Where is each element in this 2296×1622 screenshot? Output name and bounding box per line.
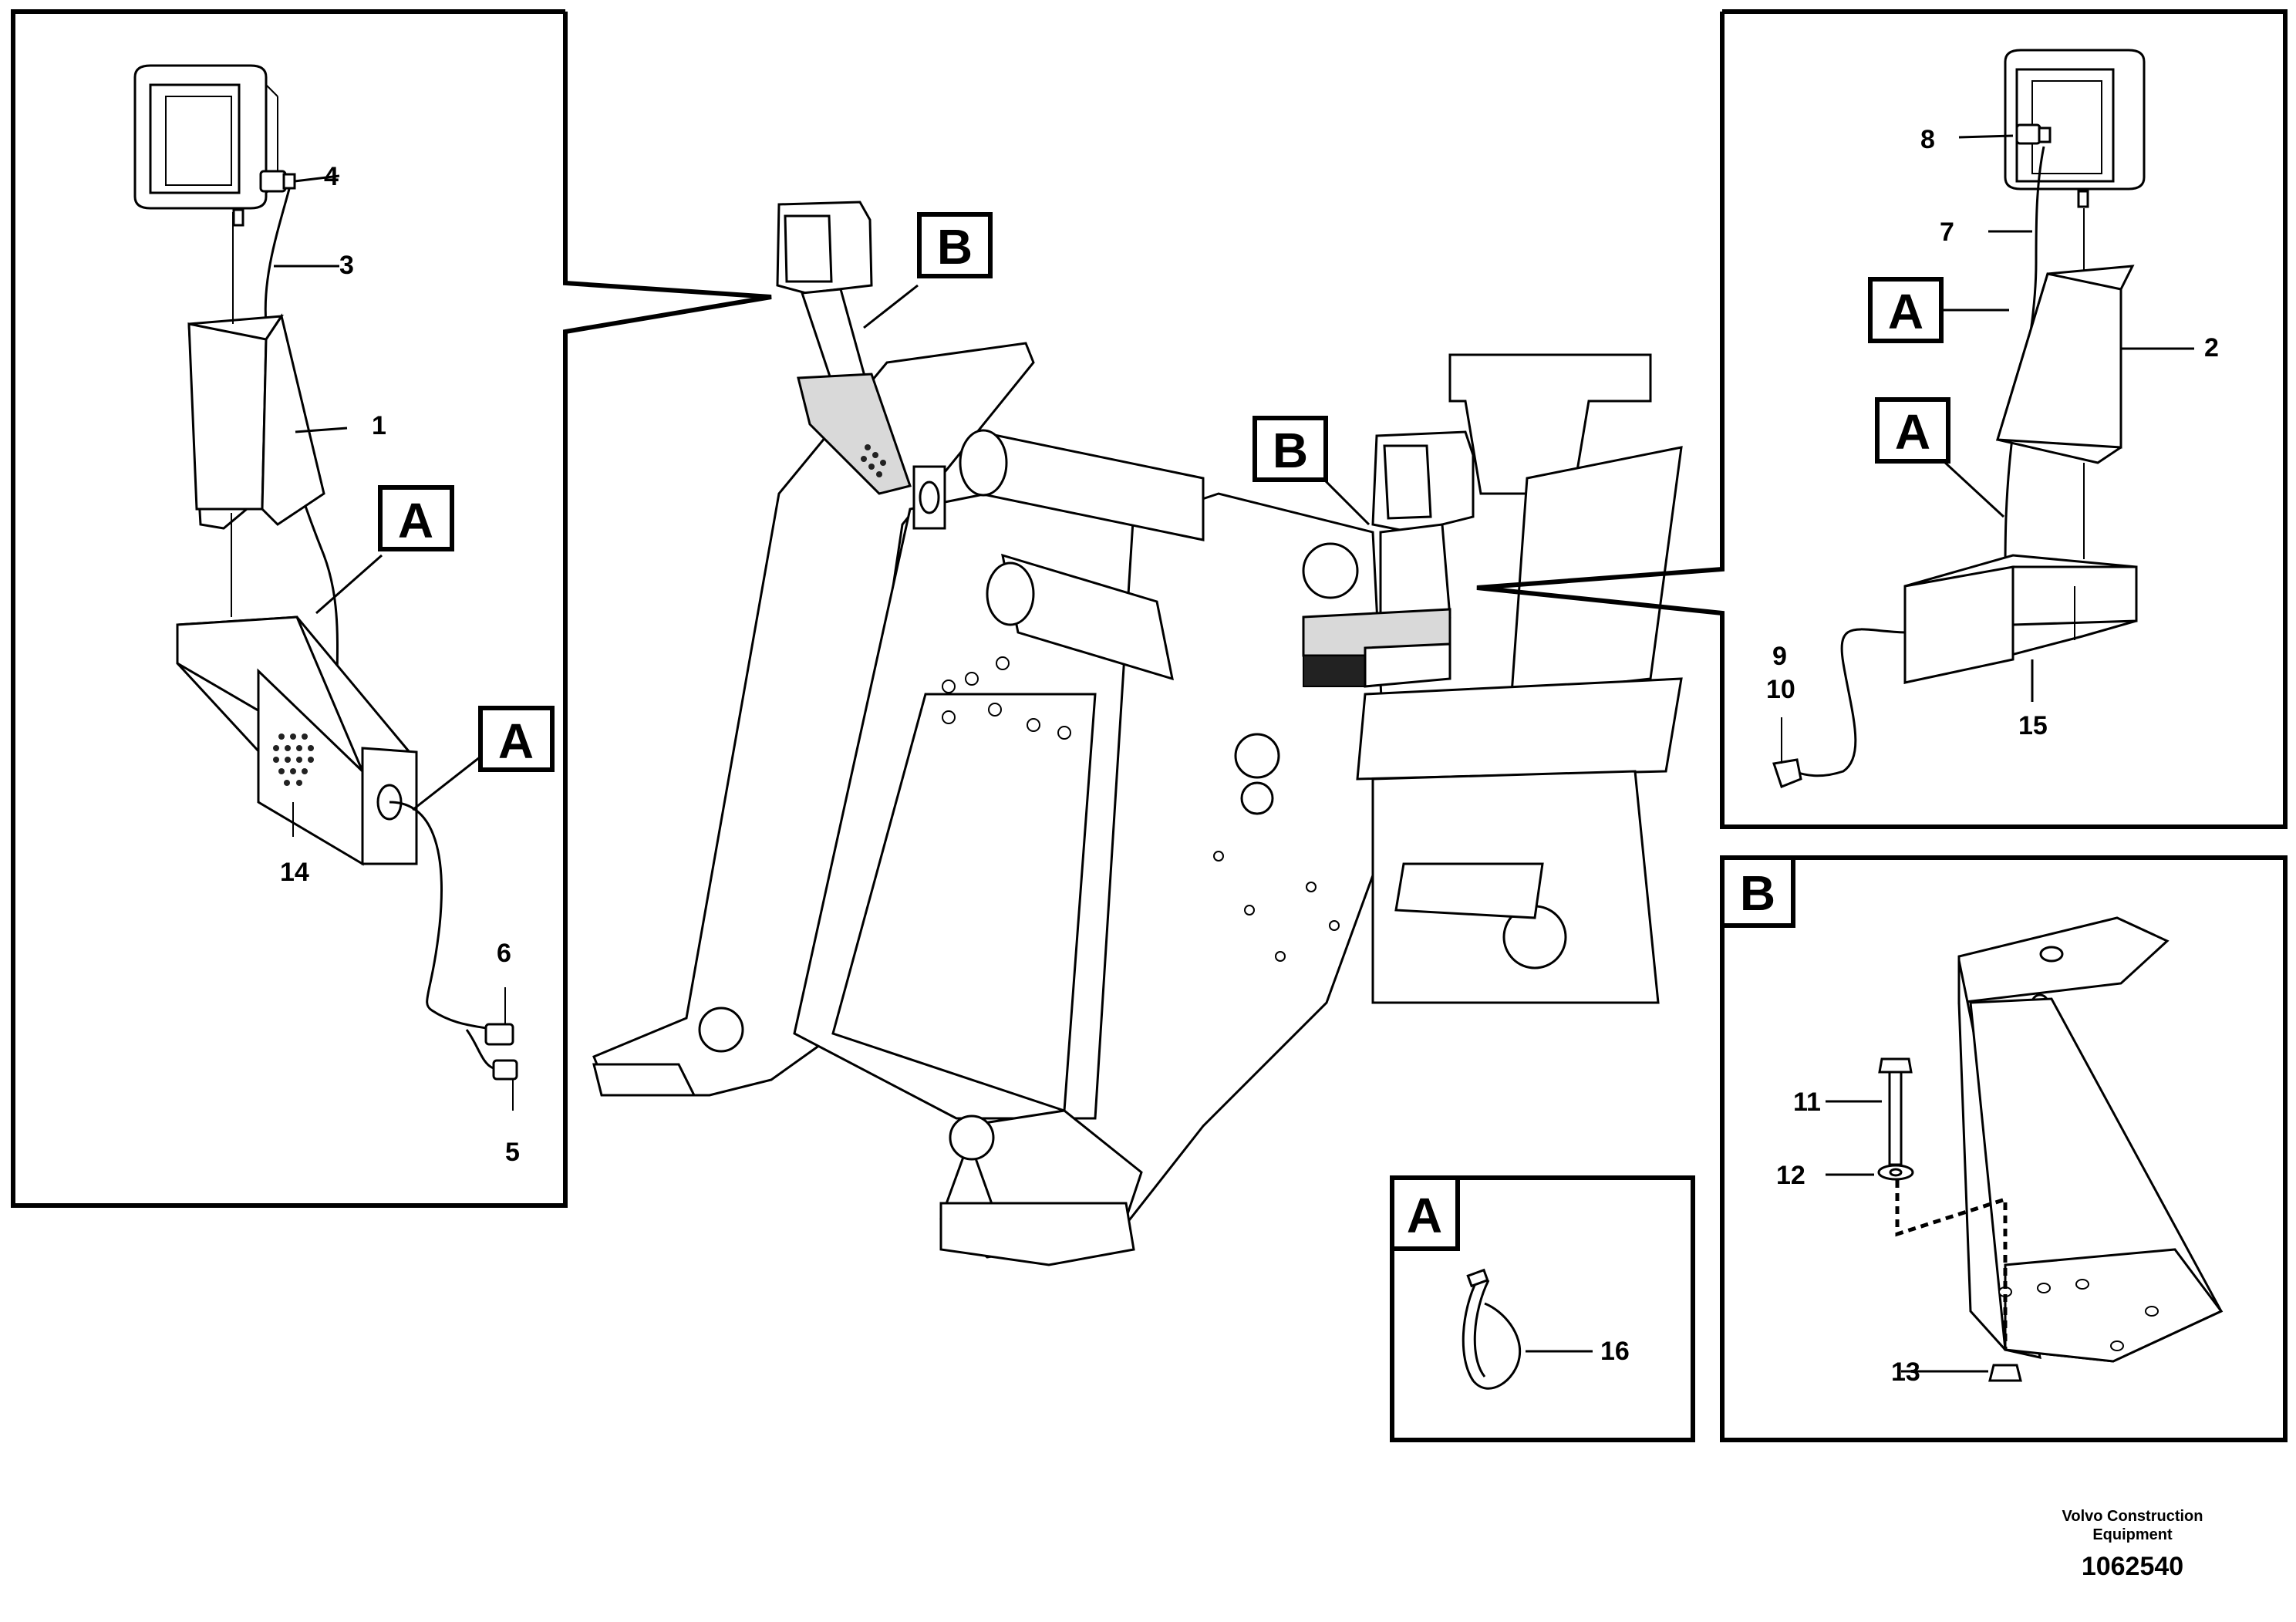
bracket-b [1957,916,2224,1363]
callout-b-center-right: B [1273,423,1308,478]
right-detail-panel [1476,9,2288,829]
cable-harness [389,801,494,1031]
bolt-11 [1826,1057,1913,1166]
part-number-2: 2 [2204,333,2219,363]
connector-9-10 [1772,717,1802,788]
company-name-line1: Volvo Construction [2062,1508,2203,1525]
callout-box-a-left-upper: A [378,485,454,551]
washer-12 [1826,1164,1914,1181]
nut-13 [1901,1364,2022,1382]
work-lamp-left [133,64,278,227]
bracket-2 [1996,265,2194,464]
detail-b-title: B [1740,865,1775,921]
part-number-8: 8 [1920,125,1935,154]
part-number-11: 11 [1793,1088,1821,1117]
loader-front-frame [592,342,1683,1266]
part-number-15: 15 [2018,711,2048,740]
part-number-13: 13 [1891,1357,1920,1387]
callout-a-left-upper: A [398,493,433,548]
bracket-1 [187,313,348,530]
housing-14 [176,615,418,866]
part-number-12: 12 [1776,1161,1805,1190]
detail-a-panel: A 16 [1390,1175,1695,1442]
company-name-line2: Equipment [2092,1526,2173,1543]
part-number-4: 4 [324,162,339,191]
footer-block: Volvo Construction Equipment 1062540 [2062,1508,2203,1581]
callout-box-a-right-upper: A [1868,277,1944,343]
part-number-14: 14 [280,858,309,887]
machine-lamp-right [1302,430,1475,688]
machine-lamp-left [776,201,946,530]
work-lamp-right [2004,49,2146,208]
connectors-5-6 [465,987,518,1111]
part-number-3: 3 [339,251,354,280]
connector-4 [259,170,340,193]
left-detail-panel [11,9,772,1208]
callout-box-a-left-lower: A [478,706,555,772]
part-number-16: 16 [1600,1337,1630,1366]
part-number-10: 10 [1766,675,1795,704]
callout-a-left-lower: A [498,713,534,769]
detail-b-panel: B [1720,855,2288,1442]
callout-b-center-left: B [937,219,973,275]
callout-a-right-upper: A [1888,284,1923,339]
detail-a-title: A [1407,1188,1442,1243]
cable-tie-16 [1462,1268,1593,1390]
housing-15 [1903,554,2138,702]
part-number-7: 7 [1940,218,1954,247]
callout-box-b-center-left: B [917,212,993,278]
part-number-1: 1 [372,411,386,440]
drawing-number: 1062540 [2082,1552,2183,1581]
connector-8 [1958,123,2052,145]
callout-box-b-center-right: B [1253,416,1328,482]
part-number-9: 9 [1772,642,1787,671]
part-number-5: 5 [505,1138,520,1167]
part-number-6: 6 [497,939,511,968]
callout-box-a-right-lower: A [1875,397,1950,464]
callout-a-right-lower: A [1895,404,1930,460]
